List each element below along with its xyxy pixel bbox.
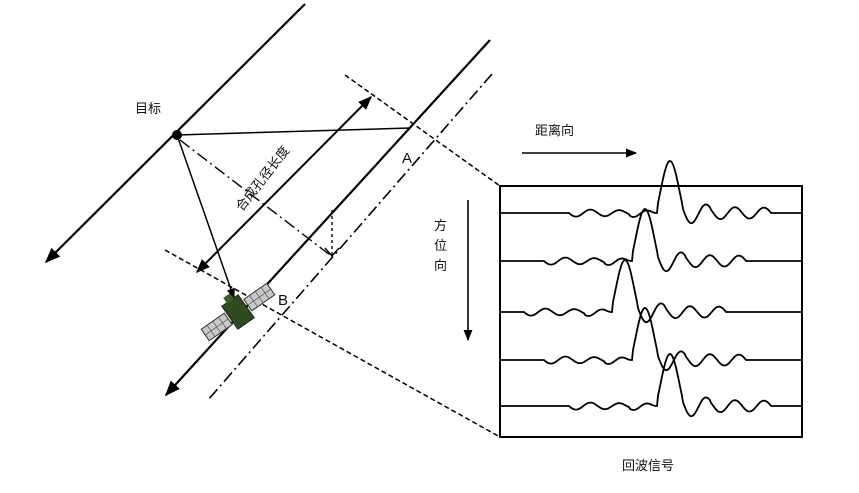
echo-trace-3 — [500, 259, 802, 324]
target-point — [172, 130, 182, 140]
echo-traces — [500, 160, 802, 418]
point-b-label: B — [278, 292, 288, 309]
azimuth-char-1: 方 — [434, 218, 447, 234]
echo-trace-4 — [500, 307, 802, 372]
aperture-length-arrow — [196, 96, 372, 273]
range-direction-label: 距离向 — [535, 123, 574, 139]
closest-approach-dashdot — [179, 139, 331, 256]
target-label: 目标 — [135, 102, 161, 117]
ground-track-dashdot — [207, 73, 493, 401]
range-line-a — [176, 127, 411, 136]
azimuth-char-3: 向 — [434, 258, 447, 274]
satellite-icon — [200, 282, 276, 342]
range-line-b — [176, 134, 235, 299]
echo-trace-5 — [500, 353, 802, 418]
beam-edge-lower — [164, 249, 501, 438]
echo-signal-label: 回波信号 — [622, 459, 674, 474]
azimuth-char-2: 位 — [434, 239, 447, 254]
echo-trace-2 — [500, 208, 802, 273]
point-a-label: A — [402, 150, 412, 167]
echo-trace-1 — [500, 160, 802, 225]
